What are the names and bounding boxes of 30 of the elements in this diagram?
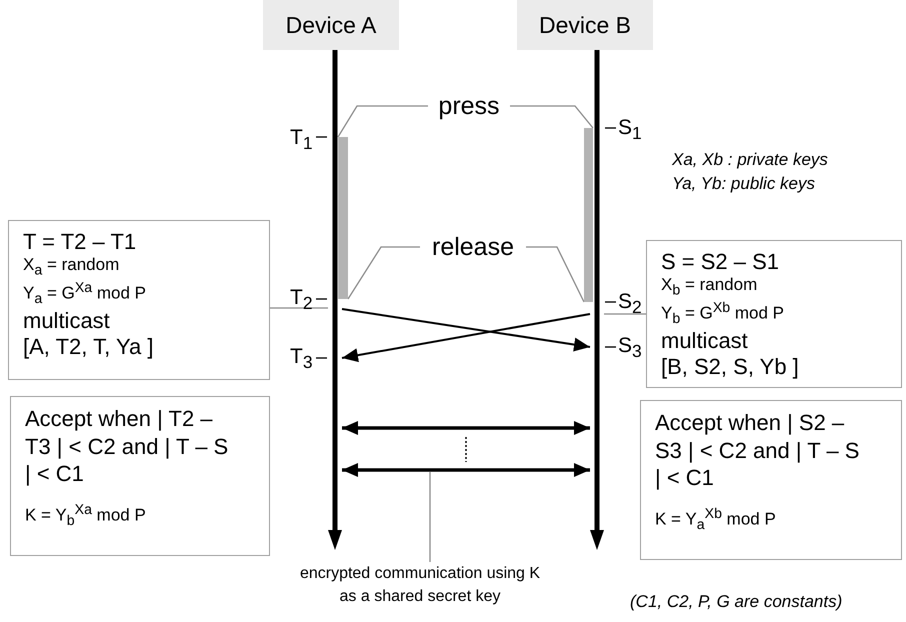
button-hold-bar — [584, 128, 593, 302]
note-text: Ya, Yb: public keys — [672, 174, 816, 194]
leader-line — [337, 105, 428, 138]
time-label: S$_{1}$ — [618, 116, 642, 144]
message-arrow — [342, 308, 590, 352]
leader-line — [429, 472, 431, 562]
lifeline-header: Device B — [517, 0, 653, 50]
leader-line — [270, 307, 328, 309]
time-label: S$_{3}$ — [618, 334, 642, 362]
computation-box: T = T2 – T1 X$_{a}$ = random Y$_{a}$ = G$^{Xa}$ mod P multicast [A, T2, T, Ya ] — [8, 220, 270, 380]
note-text: (C1, C2, P, G are constants) — [630, 592, 842, 612]
double-arrow — [342, 421, 590, 435]
leader-line — [347, 246, 420, 300]
double-arrow — [342, 463, 590, 477]
note-text: Xa, Xb : private keys — [672, 150, 828, 170]
leader-line — [526, 246, 585, 302]
timeline-arrow — [328, 50, 342, 550]
leader-line — [510, 105, 594, 128]
message-arrow — [342, 313, 590, 362]
button-hold-bar — [338, 137, 348, 299]
computation-box: Accept when | T2 – T3 | < C2 and | T – S | < C1 K = Y$_{b}$$^{Xa}$ mod P — [10, 396, 270, 556]
leader-line — [604, 313, 646, 315]
time-label: T$_{3}$ — [290, 345, 313, 374]
time-label: T$_{1}$ — [290, 126, 313, 154]
time-label: T$_{2}$ — [290, 286, 313, 314]
computation-box: S = S2 – S1 X$_{b}$ = random Y$_{b}$ = G$^{Xb}$ mod P multicast [B, S2, S, Yb ] — [646, 240, 902, 388]
time-label: S$_{2}$ — [618, 290, 642, 318]
lifeline-header: Device A — [263, 0, 399, 50]
timeline-arrow — [590, 50, 604, 550]
computation-box: Accept when | S2 – S3 | < C2 and | T – S | < C1 K = Y$_{a}$$^{Xb}$ mod P — [640, 400, 902, 560]
